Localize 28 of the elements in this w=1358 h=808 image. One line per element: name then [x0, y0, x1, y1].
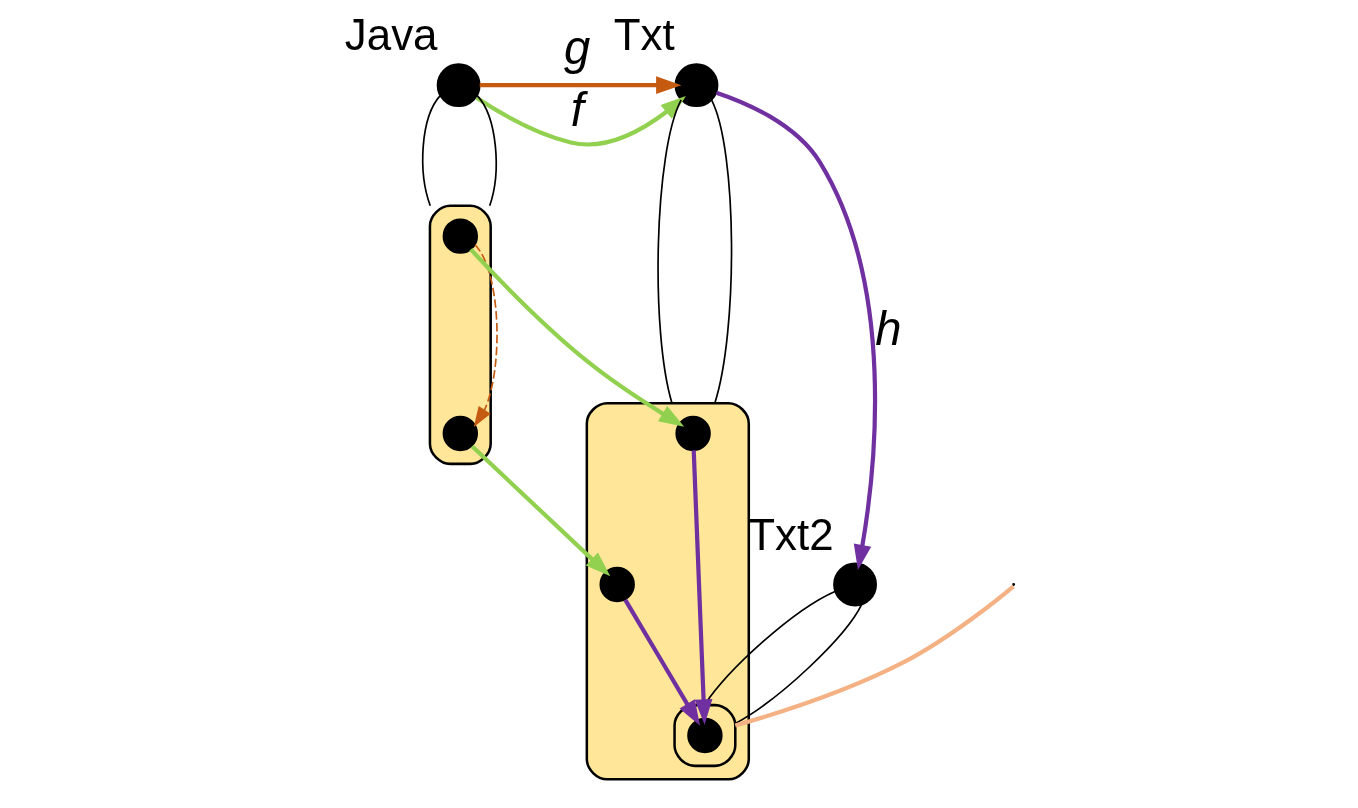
- connector: [733, 604, 862, 725]
- connector: [475, 94, 497, 207]
- node-circle: [832, 562, 877, 607]
- cluster: [672, 703, 737, 768]
- node-circle: [674, 415, 711, 452]
- arrow: [468, 248, 684, 427]
- node-label: Java: [344, 10, 437, 60]
- arrow: [623, 598, 700, 726]
- arrow: [470, 444, 610, 577]
- node-circle: [442, 218, 478, 254]
- arrow: [691, 450, 712, 725]
- edge-label: h: [874, 301, 902, 355]
- edge-label: g: [563, 20, 590, 74]
- node-circle: [686, 717, 723, 754]
- arrow: [473, 243, 498, 427]
- node-label: Txt2: [747, 509, 834, 559]
- connector: [656, 99, 682, 404]
- connector: [710, 99, 732, 404]
- arrow: [715, 90, 877, 571]
- node-circle: [674, 63, 718, 108]
- arrow: [479, 76, 681, 95]
- arrow: [474, 95, 686, 147]
- node-label: Txt: [613, 10, 675, 60]
- node-circle: [599, 566, 635, 603]
- connector: [421, 94, 441, 207]
- node-circle: [436, 63, 481, 108]
- connector: [734, 584, 1015, 728]
- node-circle: [442, 415, 478, 452]
